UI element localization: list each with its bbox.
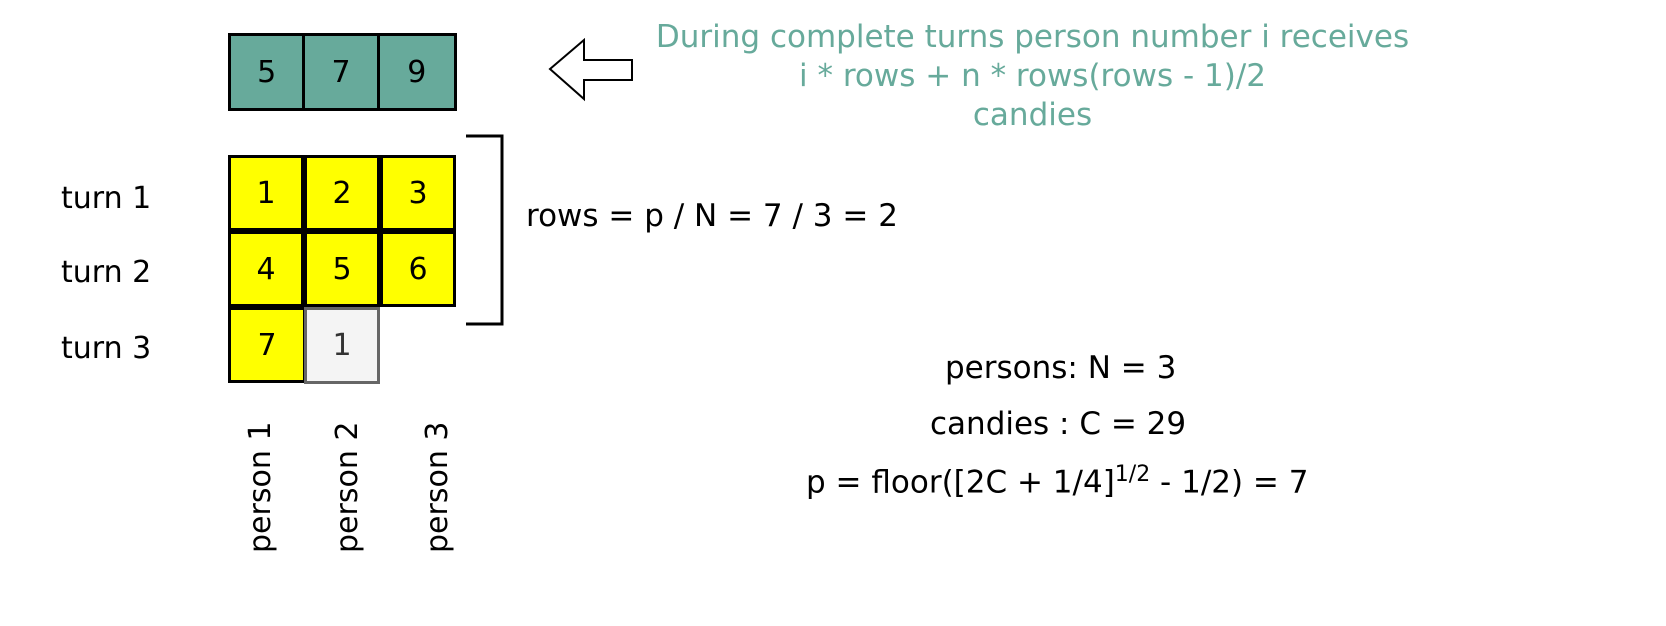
total-cell-person-3: 9 — [407, 54, 427, 90]
p-formula-suffix: - 1/2) = 7 — [1150, 464, 1309, 501]
turn-label-1: turn 1 — [61, 181, 152, 216]
candies-param: candies : C = 29 — [930, 406, 1187, 442]
grid-cell: 5 — [304, 231, 380, 307]
p-formula: p = floor([2C + 1/4]1/2 - 1/2) = 7 — [806, 462, 1309, 500]
turn-label-3: turn 3 — [61, 331, 152, 366]
partial-grid-cell: 1 — [304, 307, 380, 384]
person-label-3: person 3 — [420, 421, 455, 553]
rows-formula: rows = p / N = 7 / 3 = 2 — [526, 198, 898, 234]
note-line-2: i * rows + n * rows(rows - 1)/2 — [799, 58, 1266, 94]
grid-cell: 6 — [380, 231, 456, 307]
grid-cell: 1 — [228, 155, 304, 231]
total-cell-person-1: 5 — [231, 36, 306, 108]
p-formula-exponent: 1/2 — [1114, 462, 1151, 487]
turn-label-2: turn 2 — [61, 255, 152, 290]
person-label-2: person 2 — [330, 421, 365, 553]
grid-cell: 4 — [228, 231, 304, 307]
note-line-1: During complete turns person number i re… — [655, 19, 1410, 55]
rows-bracket — [466, 134, 504, 326]
totals-row: 5 7 9 — [228, 33, 457, 111]
person-label-1: person 1 — [243, 421, 278, 553]
grid-cell: 2 — [304, 155, 380, 231]
total-cell-person-2: 7 — [305, 36, 380, 108]
left-arrow-icon — [548, 38, 633, 102]
persons-param: persons: N = 3 — [945, 350, 1177, 386]
candies-per-person-note: During complete turns person number i re… — [640, 18, 1425, 135]
p-formula-prefix: p = floor([2C + 1/4] — [806, 464, 1115, 501]
note-line-3: candies — [972, 97, 1093, 133]
grid-cell: 3 — [380, 155, 456, 231]
grid-cell: 7 — [228, 307, 306, 383]
